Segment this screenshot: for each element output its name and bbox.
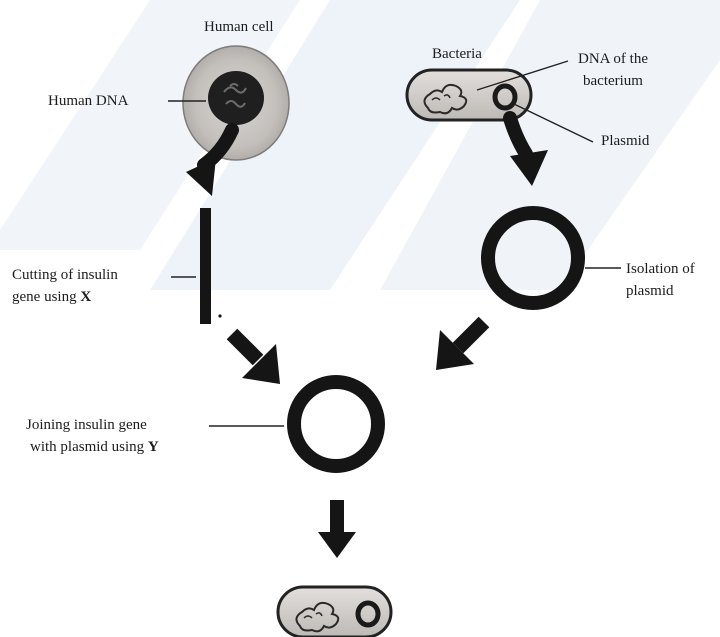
- label-enzyme-y: Y: [148, 439, 159, 455]
- label-enzyme-x: X: [80, 289, 91, 305]
- label-joining-line1: Joining insulin gene: [26, 416, 147, 435]
- isolated-plasmid-ring: [488, 213, 578, 303]
- label-plasmid: Plasmid: [601, 132, 649, 151]
- plasmid-pointer: [514, 104, 593, 142]
- transformed-bacterium: [278, 587, 391, 637]
- label-isolation-line1: Isolation of: [626, 260, 695, 279]
- label-cutting-line2: gene using X: [12, 288, 91, 307]
- recombinant-plasmid-ring: [294, 382, 378, 466]
- label-joining-line2: with plasmid using Y: [30, 438, 159, 457]
- human-cell-nucleus: [208, 71, 264, 125]
- label-human-dna: Human DNA: [48, 92, 128, 111]
- label-cutting-text: gene using: [12, 289, 80, 305]
- label-human-cell: Human cell: [204, 18, 274, 37]
- arrow-recombinant-to-bacterium: [318, 500, 356, 558]
- insulin-gene-segment: [200, 208, 211, 324]
- arrow-bacterium-to-plasmid: [510, 118, 548, 186]
- label-joining-text: with plasmid using: [30, 439, 148, 455]
- label-cutting-line1: Cutting of insulin: [12, 266, 118, 285]
- label-dna-of-bacterium-line1: DNA of the: [578, 50, 648, 69]
- label-bacteria: Bacteria: [432, 45, 482, 64]
- label-isolation-line2: plasmid: [626, 282, 674, 301]
- arrow-plasmid-to-recombinant: [436, 322, 484, 370]
- human-cell: [183, 46, 289, 160]
- arrow-gene-to-recombinant: [232, 334, 280, 384]
- label-dna-of-bacterium-line2: bacterium: [583, 72, 643, 91]
